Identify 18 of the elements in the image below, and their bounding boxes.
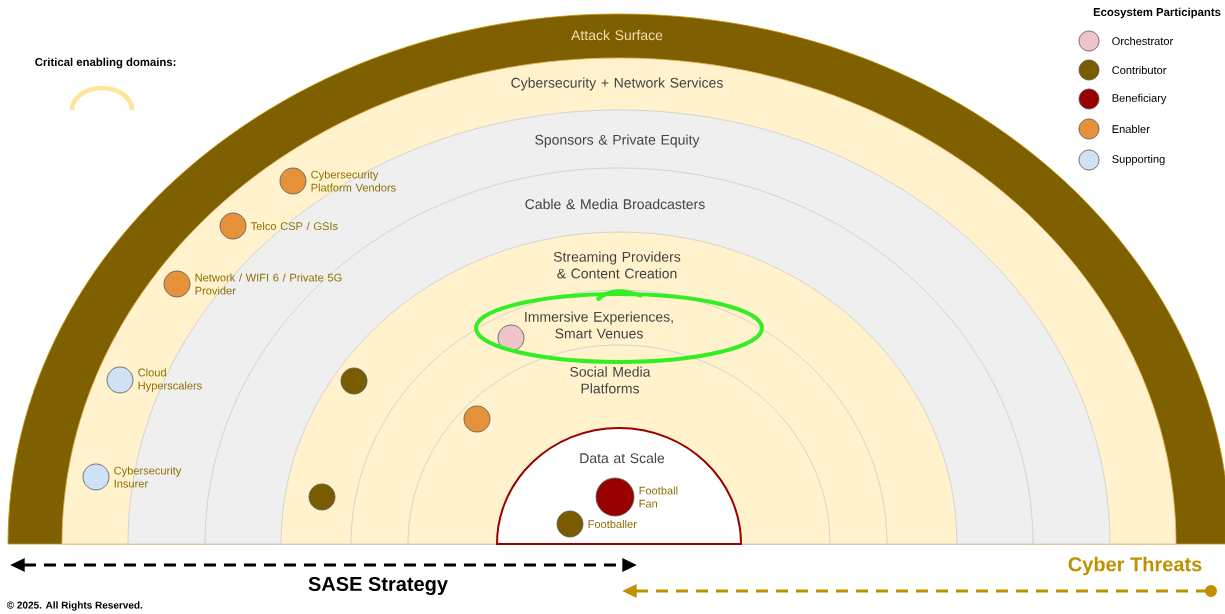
participant-label: Cybersecurity Platform Vendors (311, 170, 396, 192)
legend-label: Enabler (1112, 124, 1150, 134)
participant-circle (497, 324, 525, 352)
participant-label: Cybersecurity Insurer (114, 466, 182, 488)
participant-label: Cloud Hyperscalers (138, 368, 202, 392)
participant-label: Telco CSP / GSIs (250, 221, 338, 231)
threat-label: Cyber Threats (1068, 556, 1202, 576)
participant-circle (463, 405, 491, 433)
participant-label: Football Fan (639, 486, 678, 508)
legend-label: Orchestrator (1112, 36, 1173, 46)
participant-circle (340, 367, 368, 395)
strategy-label: SASE Strategy (308, 576, 448, 596)
participant-circle (308, 483, 336, 511)
participant-label: Footballer (588, 519, 637, 529)
copyright-note: © 2025. All Rights Reserved. (6, 601, 143, 611)
legend-label: Supporting (1112, 154, 1165, 166)
legend-label: Contributor (1112, 65, 1167, 75)
legend-label: Beneficiary (1112, 93, 1167, 105)
